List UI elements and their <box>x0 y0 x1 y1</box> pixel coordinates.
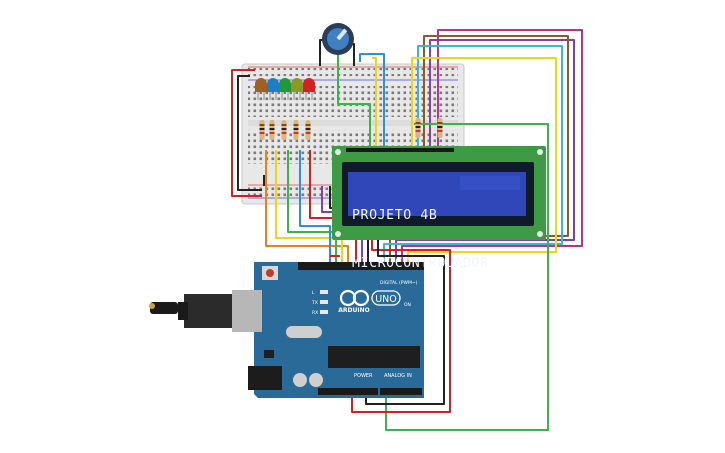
lcd-module <box>332 146 546 240</box>
rx-led-label: RX <box>312 310 318 316</box>
leds <box>255 78 315 100</box>
resistors <box>259 118 443 140</box>
power-header-label: POWER <box>354 373 373 379</box>
arduino-board: UNO ARDUINO DIGITAL (PWM~) POWER ANALOG … <box>149 262 424 398</box>
led-brown <box>255 78 267 100</box>
led-blue <box>267 78 279 100</box>
led-green <box>279 78 291 100</box>
led-olive <box>291 78 303 100</box>
tx-led-label: TX <box>311 300 318 306</box>
arduino-logo-label: ARDUINO <box>338 307 369 314</box>
potentiometer[interactable] <box>322 23 354 55</box>
on-led-label: ON <box>404 302 411 308</box>
arduino-logo-icon <box>339 289 370 307</box>
digital-header-label: DIGITAL (PWM~) <box>380 280 418 286</box>
arduino-model-label: UNO <box>375 294 397 305</box>
lcd-line-2: MICROCONTROLADOR <box>352 256 489 271</box>
lcd-display-text: PROJETO 4B MICROCONTROLADOR <box>352 176 524 288</box>
lcd-line-1: PROJETO 4B <box>352 208 438 223</box>
led-red <box>303 78 315 100</box>
analog-header-label: ANALOG IN <box>384 373 412 379</box>
l-led-label: L <box>312 290 315 296</box>
